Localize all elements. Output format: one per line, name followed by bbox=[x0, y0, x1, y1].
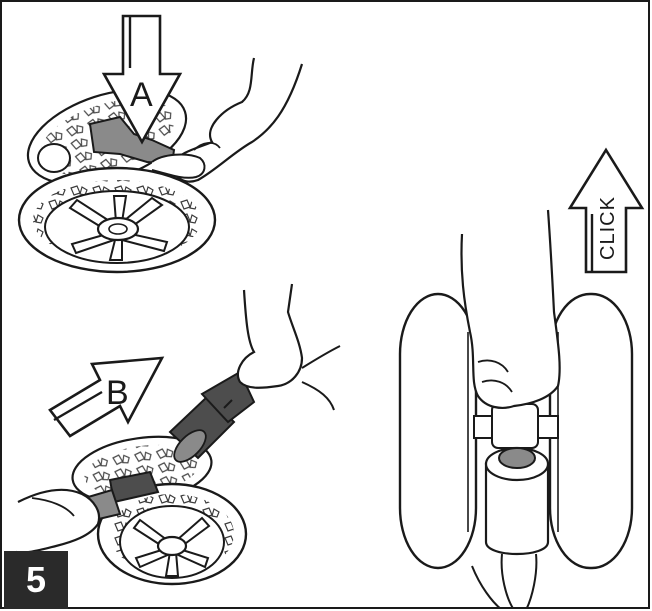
right-wheel bbox=[550, 294, 632, 568]
arrow-b-label: B bbox=[106, 374, 129, 412]
hand-b-upper bbox=[238, 284, 302, 388]
rear-wheel-group-b bbox=[16, 284, 340, 584]
click-arrow: CLICK bbox=[570, 150, 642, 272]
hand-b-lower bbox=[16, 490, 99, 553]
tube-cap bbox=[499, 448, 535, 468]
left-wheel bbox=[400, 294, 476, 568]
arrow-a-label: A bbox=[130, 76, 153, 114]
step-number-badge: 5 bbox=[4, 551, 68, 609]
axle-cap bbox=[38, 144, 70, 172]
click-label: CLICK bbox=[597, 196, 619, 260]
hand-c bbox=[461, 210, 559, 408]
push-arrow-b: B bbox=[50, 358, 162, 436]
